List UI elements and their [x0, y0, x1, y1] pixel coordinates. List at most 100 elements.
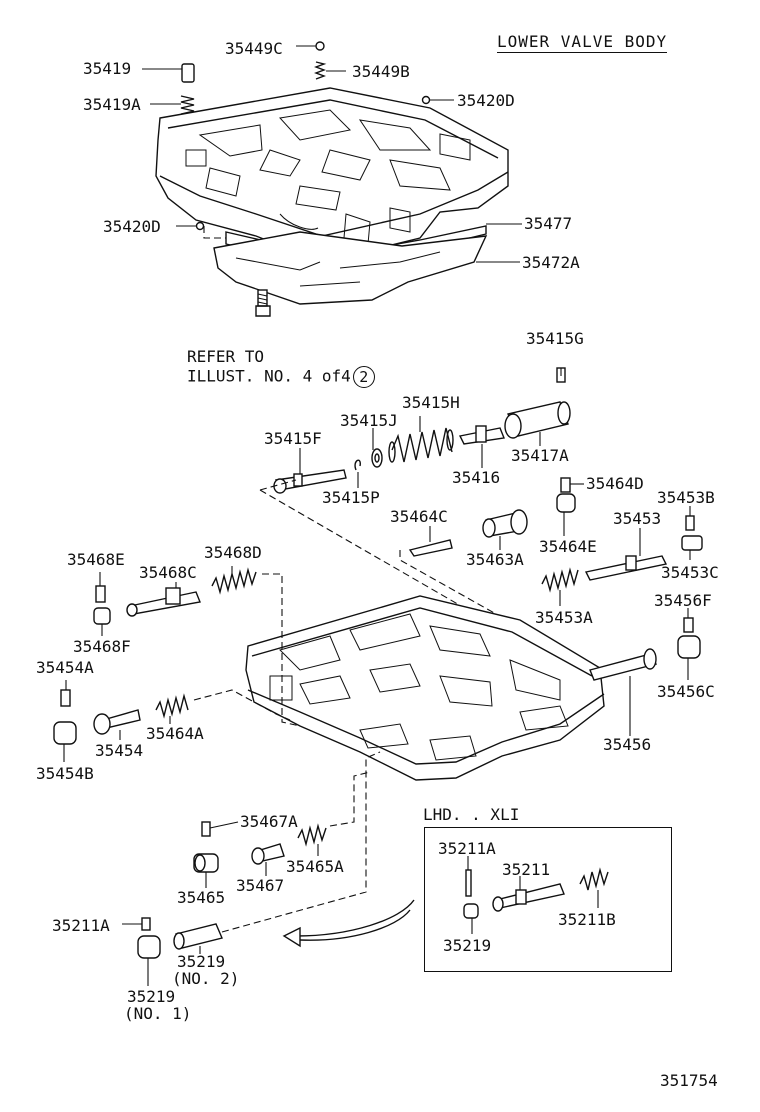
part-label-35464A: 35464A: [146, 724, 204, 743]
spring-35415H: [388, 427, 454, 463]
valve-35456: [589, 648, 658, 681]
inset-valve-35211: [492, 883, 565, 912]
pin-35211A: [141, 917, 151, 931]
spring-35449B: [314, 61, 327, 80]
ball-35420D-top: [421, 95, 431, 105]
part-label-35416: 35416: [452, 468, 501, 487]
valve-35454: [93, 709, 141, 735]
spring-35453A: [541, 567, 579, 593]
plug-35419: [181, 63, 195, 83]
part-label-35219-no2: 35219: [177, 952, 226, 971]
valve-35468C: [126, 587, 201, 617]
inset-label-35211A: 35211A: [438, 839, 496, 858]
part-label-35465: 35465: [177, 888, 226, 907]
part-label-35219-no1: 35219: [127, 987, 176, 1006]
part-label-35467: 35467: [236, 876, 285, 895]
refer-note-text: ILLUST. NO. 4 of4: [187, 366, 351, 386]
valve-35415F: [273, 469, 347, 494]
part-label-35415F: 35415F: [264, 429, 322, 448]
valve-35464C: [408, 539, 453, 557]
part-label-no1: (NO. 1): [124, 1004, 192, 1023]
part-label-35454: 35454: [95, 741, 144, 760]
valve-35467: [251, 843, 285, 865]
plug-35464E: [556, 493, 576, 513]
valve-35463A: [482, 509, 528, 538]
separator-plate-35472A: [213, 231, 488, 305]
part-label-35415P: 35415P: [322, 488, 380, 507]
part-label-35453C: 35453C: [661, 563, 719, 582]
part-label-35415J: 35415J: [340, 411, 398, 430]
plug-35454B: [53, 721, 77, 745]
ball-35420D-left: [195, 221, 205, 231]
lower-valve-body: [245, 595, 605, 781]
part-label-35449B: 35449B: [352, 62, 410, 81]
diagram-title: LOWER VALVE BODY: [497, 32, 668, 53]
clip-35415P: [354, 459, 361, 471]
part-label-35449C: 35449C: [225, 39, 283, 58]
valve-35416: [458, 425, 505, 445]
refer-note-line1: REFER TO: [187, 347, 265, 366]
part-label-35463A: 35463A: [466, 550, 524, 569]
spring-35419A: [180, 95, 195, 115]
part-label-35468D: 35468D: [204, 543, 262, 562]
part-label-35456: 35456: [603, 735, 652, 754]
part-label-35464C: 35464C: [390, 507, 448, 526]
bolt: [255, 289, 271, 317]
part-label-35477: 35477: [524, 214, 573, 233]
inset-plug-35219: [463, 903, 479, 919]
part-label-35468E: 35468E: [67, 550, 125, 569]
part-label-35464D: 35464D: [586, 474, 644, 493]
inset-title: LHD. . XLI: [423, 805, 520, 824]
sleeve-35219-no2: [173, 923, 223, 950]
inset-spring-35211B: [579, 867, 609, 891]
circled-number: 2: [352, 366, 375, 388]
part-label-35456F: 35456F: [654, 591, 712, 610]
inset-label-35211B: 35211B: [558, 910, 616, 929]
valve-35453: [584, 555, 668, 581]
upper-valve-body: [155, 87, 509, 263]
part-label-35419: 35419: [83, 59, 132, 78]
pin-35467A: [201, 821, 211, 837]
plug-35456C: [677, 635, 701, 659]
part-label-35453B: 35453B: [657, 488, 715, 507]
pin-35453B: [685, 515, 695, 531]
part-label-35420D-top: 35420D: [457, 91, 515, 110]
part-label-35456C: 35456C: [657, 682, 715, 701]
part-label-35453: 35453: [613, 509, 662, 528]
pin-35454A: [60, 689, 71, 707]
part-label-35454B: 35454B: [36, 764, 94, 783]
plug-35453C: [681, 535, 703, 551]
pin-35456F: [683, 617, 694, 633]
part-label-35420D-left: 35420D: [103, 217, 161, 236]
pin-35468E: [95, 585, 106, 603]
part-label-35464E: 35464E: [539, 537, 597, 556]
part-label-35454A: 35454A: [36, 658, 94, 677]
part-label-35468C: 35468C: [139, 563, 197, 582]
part-label-35465A: 35465A: [286, 857, 344, 876]
part-label-35211A: 35211A: [52, 916, 110, 935]
ball-35449C: [315, 41, 325, 51]
part-label-35417A: 35417A: [511, 446, 569, 465]
part-label-35468F: 35468F: [73, 637, 131, 656]
part-label-35472A: 35472A: [522, 253, 580, 272]
plug-35465: [193, 853, 219, 873]
spring-35468D: [211, 567, 257, 595]
part-label-35419A: 35419A: [83, 95, 141, 114]
pin-35464D: [560, 477, 571, 493]
inset-box-lhd-xli: [424, 827, 672, 972]
spring-35465A: [297, 823, 327, 847]
plug-35219-no1: [137, 935, 161, 959]
part-label-35415H: 35415H: [402, 393, 460, 412]
part-label-no2: (NO. 2): [172, 969, 240, 988]
plug-35468F: [93, 607, 111, 625]
spring-35464A: [155, 693, 189, 719]
inset-label-35211: 35211: [502, 860, 551, 879]
figure-number: 351754: [660, 1071, 718, 1090]
washer-35415J: [371, 448, 383, 468]
part-label-35415G: 35415G: [526, 329, 584, 348]
part-label-35467A: 35467A: [240, 812, 298, 831]
sleeve-35417A: [504, 401, 571, 439]
